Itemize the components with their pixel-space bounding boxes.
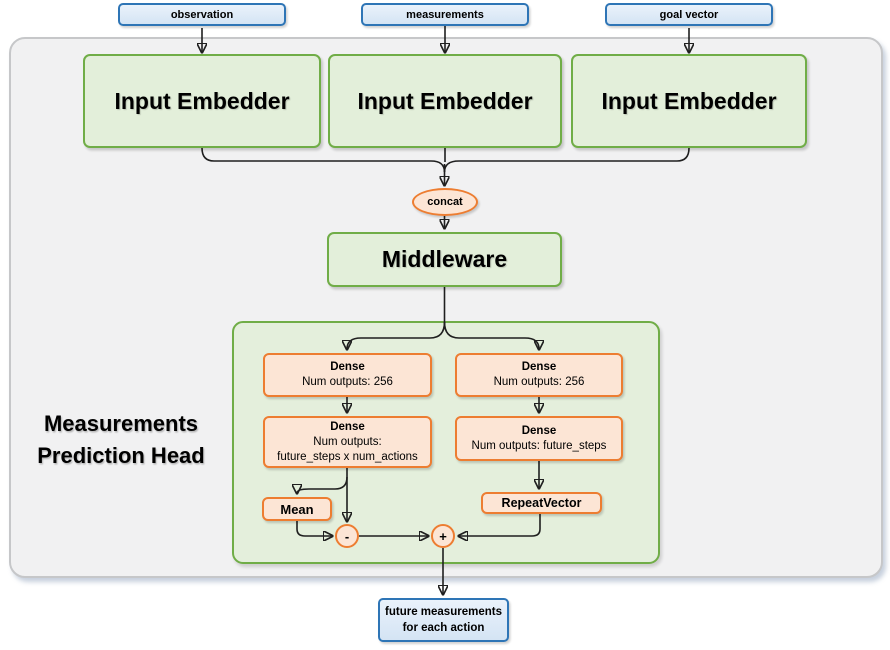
input-chip-observation-label: observation [170, 8, 234, 21]
dense-right-top-outputs: Num outputs: 256 [493, 376, 585, 388]
input-chip-measurements: measurements [361, 3, 529, 26]
dense-left-top: Dense Num outputs: 256 [263, 353, 432, 397]
middleware-box: Middleware [327, 232, 562, 287]
dense-left-bottom-outputs: Num outputs: [313, 435, 382, 448]
middleware-label: Middleware [381, 246, 508, 272]
input-embedder-3-label: Input Embedder [601, 87, 777, 114]
dense-right-top: Dense Num outputs: 256 [455, 353, 623, 397]
concat-label: concat [427, 196, 463, 208]
repeat-vector-label: RepeatVector [501, 495, 582, 510]
plus-node: + [431, 524, 455, 548]
input-embedder-3: Input Embedder [571, 54, 807, 148]
input-embedder-2: Input Embedder [328, 54, 562, 148]
input-embedder-2-label: Input Embedder [357, 87, 533, 114]
input-chip-goal-vector: goal vector [605, 3, 773, 26]
dense-right-bottom-title: Dense [521, 424, 557, 437]
dense-right-bottom: Dense Num outputs: future_steps [455, 416, 623, 461]
mean-label: Mean [280, 501, 314, 517]
mean-box: Mean [262, 497, 332, 521]
input-chip-observation: observation [118, 3, 286, 26]
output-chip-line2: for each action [402, 622, 485, 634]
output-chip-line1: future measurements [385, 606, 502, 618]
output-chip: future measurements for each action [378, 598, 509, 642]
dense-left-bottom-title: Dense [330, 420, 365, 433]
input-chip-measurements-label: measurements [406, 8, 484, 21]
dense-left-top-outputs: Num outputs: 256 [302, 376, 393, 388]
minus-node: - [335, 524, 359, 548]
input-chip-goal-vector-label: goal vector [659, 8, 719, 21]
head-title-line1: Measurements [43, 411, 199, 436]
concat-node: concat [412, 188, 478, 216]
dense-left-bottom: Dense Num outputs: future_steps x num_ac… [263, 416, 432, 468]
plus-label: + [439, 528, 447, 544]
input-embedder-1: Input Embedder [83, 54, 321, 148]
minus-label: - [344, 528, 350, 544]
repeat-vector-box: RepeatVector [481, 492, 602, 514]
head-title-line2: Prediction Head [37, 443, 205, 468]
input-embedder-1-label: Input Embedder [114, 87, 290, 114]
dense-left-top-title: Dense [330, 361, 365, 373]
dense-right-bottom-outputs: Num outputs: future_steps [471, 439, 607, 452]
dense-left-bottom-outputs2: future_steps x num_actions [277, 450, 418, 463]
head-title: Measurements Prediction Head [10, 408, 232, 472]
dense-right-top-title: Dense [521, 361, 557, 373]
